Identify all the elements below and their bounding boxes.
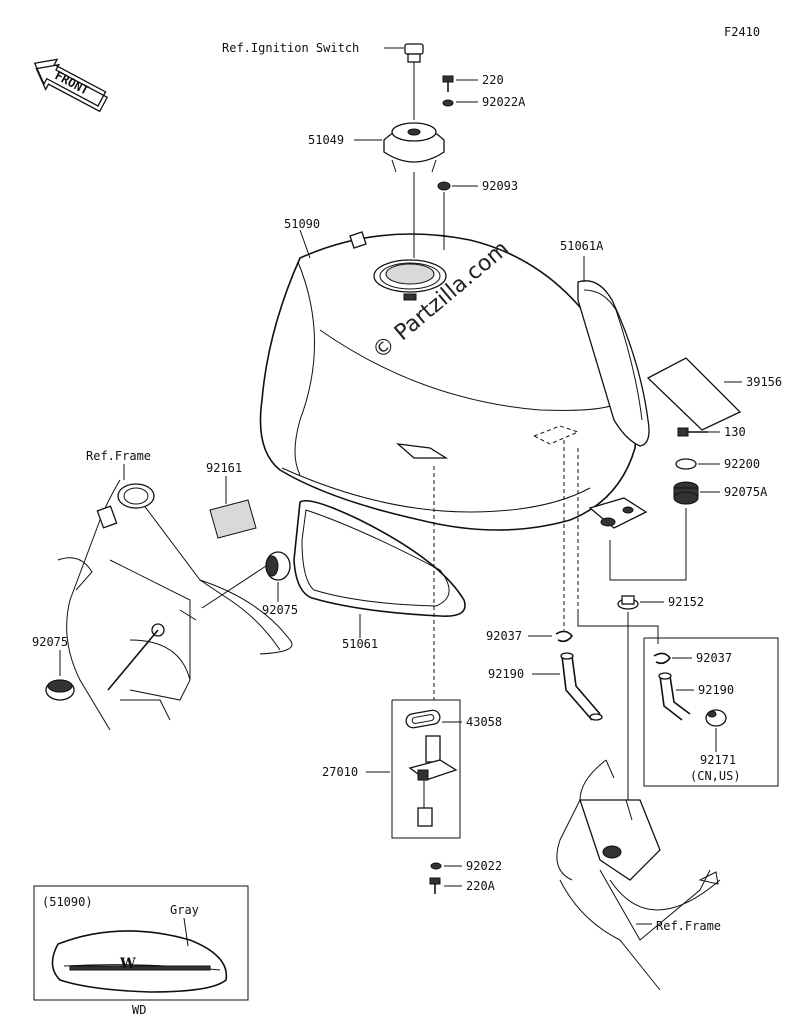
frame-right — [556, 759, 721, 991]
front-arrow-icon: FRONT — [33, 58, 109, 113]
label-130: 130 — [724, 425, 746, 439]
svg-text:W: W — [119, 956, 136, 972]
label-92037-left: 92037 — [486, 629, 522, 643]
frame-left — [57, 479, 293, 731]
label-51061: 51061 — [342, 637, 378, 651]
inset-box — [33, 885, 249, 1001]
label-92075-left: 92075 — [32, 635, 68, 649]
clamp-92037-left — [555, 630, 574, 643]
knee-pad-51061A — [577, 280, 650, 447]
label-92171-note: (CN,US) — [690, 769, 741, 783]
tank-bracket — [588, 497, 648, 529]
label-27010: 27010 — [322, 765, 358, 779]
label-51061A: 51061A — [560, 239, 604, 253]
gasket-43058 — [405, 709, 441, 729]
hose-92190-left — [560, 652, 603, 721]
label-92200: 92200 — [724, 457, 760, 471]
label-220A: 220A — [466, 879, 496, 893]
label-92075-right: 92075 — [262, 603, 298, 617]
label-92190-left: 92190 — [488, 667, 524, 681]
label-92152: 92152 — [668, 595, 704, 609]
damper-92075-left — [45, 679, 75, 701]
label-92075A: 92075A — [724, 485, 768, 499]
bolt-220A — [429, 877, 441, 894]
label-ref-ignition-switch: Ref.Ignition Switch — [222, 41, 359, 55]
label-ref-frame-left: Ref.Frame — [86, 449, 151, 463]
knee-pad-51061 — [293, 500, 466, 617]
label-39156: 39156 — [746, 375, 782, 389]
fuel-cap-51049 — [383, 122, 445, 173]
collar-92152 — [617, 595, 639, 610]
fuel-pump-27010 — [408, 735, 458, 827]
label-ref-frame-right: Ref.Frame — [656, 919, 721, 933]
label-92093: 92093 — [482, 179, 518, 193]
label-43058: 43058 — [466, 715, 502, 729]
bolt-130 — [677, 427, 708, 437]
cap-92171 — [705, 709, 727, 727]
washer-92022A — [442, 99, 454, 107]
inset-code: WD — [132, 1003, 146, 1017]
damper-92075-right — [265, 551, 291, 581]
ignition-switch-ref — [404, 43, 424, 120]
hose-92190-right — [658, 672, 691, 721]
label-220: 220 — [482, 73, 504, 87]
washer-92200 — [675, 458, 697, 470]
front-label: FRONT — [53, 68, 91, 97]
label-51049: 51049 — [308, 133, 344, 147]
pad-92161 — [209, 499, 257, 539]
label-92171: 92171 — [700, 753, 736, 767]
inset-color: Gray — [170, 903, 199, 917]
clamp-92037-right — [653, 652, 672, 665]
label-92161: 92161 — [206, 461, 242, 475]
label-51090: 51090 — [284, 217, 320, 231]
label-92022A: 92022A — [482, 95, 526, 109]
label-92037-right: 92037 — [696, 651, 732, 665]
fuel-tank-51090 — [259, 231, 637, 531]
tank-underside-plate — [395, 425, 580, 459]
washer-92022 — [430, 862, 442, 870]
label-plate-39156 — [646, 357, 742, 431]
figure-code: F2410 — [724, 25, 760, 39]
gasket-92093 — [437, 181, 451, 191]
watermark: © Partzilla.com — [368, 236, 514, 364]
bolt-220 — [442, 75, 454, 92]
label-92190-right: 92190 — [698, 683, 734, 697]
damper-92075A — [673, 481, 699, 505]
inset-part: (51090) — [42, 895, 93, 909]
inset-tank-graphic: W — [51, 930, 228, 993]
label-92022: 92022 — [466, 859, 502, 873]
